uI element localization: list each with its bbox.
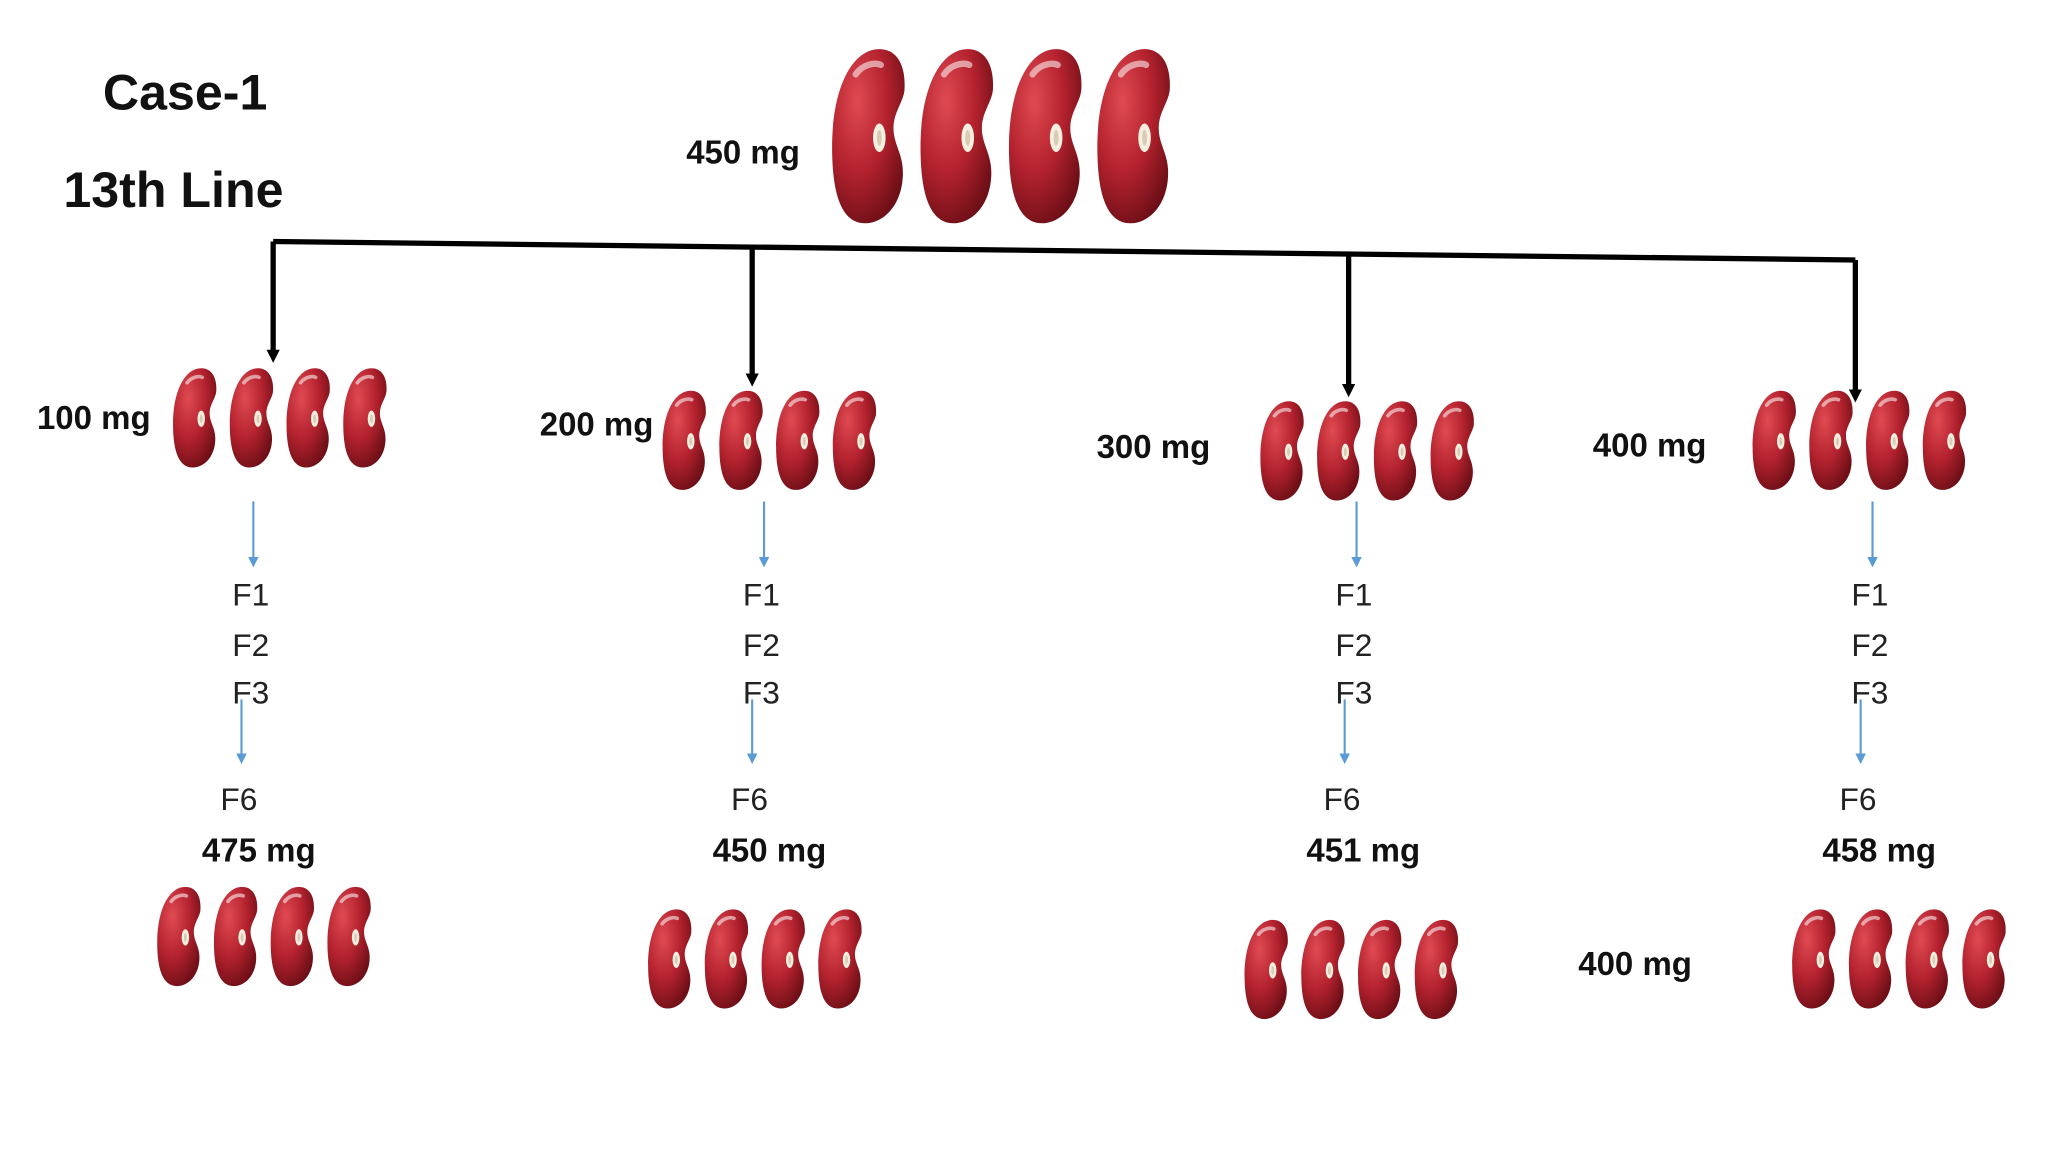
branch-1-gen-f6: F6 <box>220 782 258 819</box>
branch-4-gen-f2: F2 <box>1851 628 1889 664</box>
branch-2-gen-f3: F3 <box>742 675 780 712</box>
kidney-bean-icon <box>776 390 820 490</box>
kidney-bean-icon <box>1962 909 2006 1009</box>
branch-1-gen-f3: F3 <box>232 675 270 712</box>
branch-2-start-beans <box>660 385 879 493</box>
kidney-bean-icon <box>157 886 201 987</box>
kidney-bean-icon <box>1414 919 1459 1020</box>
branch-3-gen-f2: F2 <box>1335 628 1373 664</box>
branch-3-start-label: 300 mg <box>1096 428 1211 466</box>
kidney-bean-icon <box>1752 390 1796 490</box>
branch-4-gen-f3: F3 <box>1851 675 1889 712</box>
kidney-bean-icon <box>1922 390 1967 490</box>
kidney-bean-icon <box>213 886 258 987</box>
branch-1-gen-f1: F1 <box>232 577 270 614</box>
kidney-bean-icon <box>1301 919 1345 1020</box>
branch-4-start-label: 400 mg <box>1592 427 1707 465</box>
kidney-bean-icon <box>920 49 994 224</box>
kidney-bean-icon <box>1260 401 1304 501</box>
kidney-bean-icon <box>704 909 749 1009</box>
kidney-bean-icon <box>662 390 706 490</box>
branch-4-result-beans <box>1789 904 2008 1012</box>
kidney-bean-icon <box>1809 390 1853 490</box>
branch-1-start-beans <box>170 363 389 471</box>
branch-3-start-beans <box>1258 396 1477 504</box>
kidney-bean-icon <box>832 390 877 490</box>
kidney-bean-icon <box>1848 909 1893 1009</box>
branch-2-gen-f6: F6 <box>731 782 769 819</box>
branch-1-gen-f2: F2 <box>232 628 270 664</box>
kidney-bean-icon <box>1905 909 1949 1009</box>
kidney-bean-icon <box>270 886 314 987</box>
kidney-bean-icon <box>1373 401 1418 501</box>
kidney-bean-icon <box>1792 909 1836 1009</box>
kidney-bean-icon <box>286 368 330 468</box>
kidney-bean-icon <box>327 886 371 987</box>
kidney-bean-icon <box>343 368 387 468</box>
kidney-bean-icon <box>1244 919 1288 1020</box>
parent-weight-label: 450 mg <box>686 134 800 172</box>
kidney-bean-icon <box>648 909 692 1009</box>
kidney-bean-icon <box>1358 919 1402 1020</box>
branch-2-gen-f2: F2 <box>742 628 780 664</box>
kidney-bean-icon <box>818 909 862 1009</box>
kidney-bean-icon <box>173 368 217 468</box>
kidney-bean-icon <box>1317 401 1361 501</box>
kidney-bean-icon <box>719 390 763 490</box>
branch-4-gen-f1: F1 <box>1851 577 1889 614</box>
kidney-bean-icon <box>1097 49 1170 224</box>
branch-1-result-label: 475 mg <box>201 832 316 870</box>
kidney-bean-icon <box>761 909 805 1009</box>
branch-4-start-beans <box>1750 385 1969 493</box>
branch-4-result-label: 458 mg <box>1822 832 1937 870</box>
branch-3-result-beans <box>1242 914 1461 1022</box>
line-title: 13th Line <box>63 163 284 220</box>
branch-2-result-label: 450 mg <box>712 832 827 870</box>
branch-1-start-label: 100 mg <box>36 399 151 437</box>
kidney-bean-icon <box>1008 49 1082 224</box>
branch-4-extra-label: 400 mg <box>1578 946 1692 984</box>
kidney-bean-icon <box>832 49 905 224</box>
kidney-bean-icon <box>229 368 274 468</box>
branch-2-result-beans <box>645 904 864 1012</box>
branch-3-gen-f3: F3 <box>1335 675 1373 712</box>
branch-2-start-label: 200 mg <box>539 406 654 444</box>
branch-4-gen-f6: F6 <box>1839 782 1877 819</box>
branch-3-gen-f6: F6 <box>1323 782 1361 819</box>
parent-bean-group <box>827 40 1174 230</box>
branch-3-result-label: 451 mg <box>1306 832 1421 870</box>
branch-2-gen-f1: F1 <box>742 577 780 614</box>
kidney-bean-icon <box>1866 390 1910 490</box>
main-bracket-line <box>273 238 1856 263</box>
branch-3-gen-f1: F1 <box>1335 577 1373 614</box>
branch-1-result-beans <box>154 881 373 989</box>
case-title: Case-1 <box>102 65 268 122</box>
kidney-bean-icon <box>1430 401 1474 501</box>
